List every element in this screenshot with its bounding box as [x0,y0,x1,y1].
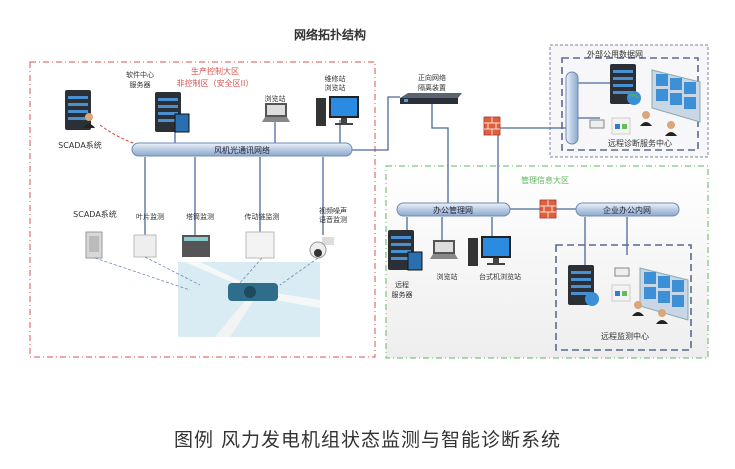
drive-monitor-device-icon [245,231,275,259]
scada-cabinet-icon [85,231,103,259]
figure-caption: 图例 风力发电机组状态监测与智能诊断系统 [173,429,562,451]
tower-monitor-device-icon [182,235,210,257]
app-icon-2 [611,284,631,302]
remote-diag-center-label: 远程诊断服务中心 [608,138,672,148]
office-network-label: 办公管理网 [433,205,473,215]
center-server-label-2: 服务器 [130,80,151,89]
fan-network-bus: 风机光通讯网络 [131,142,353,157]
production-zone-label: 生产控制大区 [191,66,239,76]
maint-station-label-1: 维修站 [325,74,346,83]
remote-monitor-center-box [555,244,692,351]
router-icon [589,119,605,129]
fan-network-label: 风机光通讯网络 [214,145,270,155]
remote-server-icon [388,230,423,271]
blade-monitor-device-icon [133,234,157,258]
scada-top-label: SCADA系统 [58,140,102,150]
drive-monitor-label: 传动链监测 [245,212,280,221]
blade-monitor-label: 叶片监测 [136,212,164,221]
production-zone [29,61,376,358]
remote-server-label-1: 远程 [395,280,409,289]
external-network-bus [565,71,579,145]
laptop-icon [262,103,290,122]
office-network-bus: 办公管理网 [396,202,511,217]
remote-server-label-2: 服务器 [392,290,413,299]
wind-turbine-image [178,262,320,337]
center-server-label-1: 软件中心 [126,70,154,79]
center-server-icon [155,92,190,133]
monitor-server-icon [568,265,599,306]
desktop-station-label: 台式机浏览站 [479,272,521,281]
diag-server-icon [610,64,641,105]
enterprise-network-label: 企业办公内网 [603,205,651,215]
isolation-label-2: 隔离装置 [418,83,446,92]
scada-server-icon [65,90,95,130]
laptop-icon-2 [430,240,458,259]
diagram-title: 网络拓扑结构 [294,27,366,42]
remote-monitor-center-label: 远程监测中心 [601,331,649,341]
router-icon-2 [614,267,630,277]
production-zone-sublabel: 非控制区（安全区II） [177,78,254,88]
management-zone-label: 管理信息大区 [521,175,569,185]
tower-monitor-label: 塔筒监测 [186,212,214,221]
isolation-device-icon [400,93,462,104]
enterprise-network-bus: 企业办公内网 [575,202,680,217]
scada-bottom-label: SCADA系统 [73,209,117,219]
browse-station-2-label: 浏览站 [437,272,458,281]
firewall-icon-mid [539,199,557,219]
firewall-icon-top [483,116,501,136]
video-monitor-label-1: 视频噪声 [319,206,347,215]
management-zone [385,165,709,359]
video-monitor-label-2: 语音监测 [319,215,347,224]
camera-icon [309,237,334,259]
maint-station-label-2: 浏览站 [325,83,346,92]
isolation-label-1: 正向网络 [418,73,446,82]
app-icon [611,117,631,135]
desktop-icon [316,96,359,126]
external-zone-label: 外部公用数据网 [587,49,643,59]
browse-station-label: 浏览站 [265,94,286,103]
